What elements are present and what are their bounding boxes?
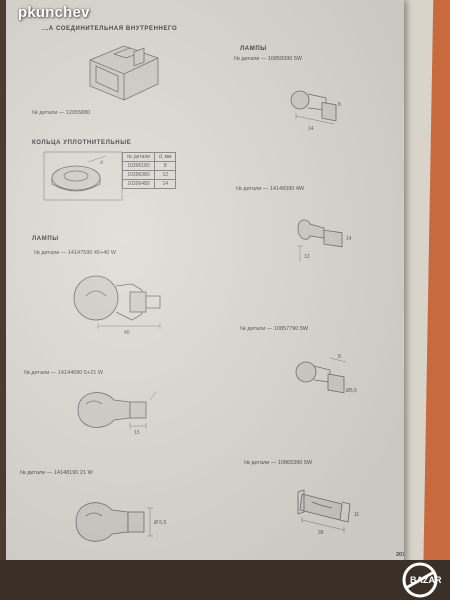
dimension-label: 15 (134, 430, 140, 436)
lamp-drawing: Ø 5,5 (75, 502, 166, 542)
svg-text:d: d (100, 160, 103, 166)
lamps-right-header: ЛАМПЫ (240, 46, 267, 52)
page-shadow-left (0, 0, 6, 600)
lamp-drawing: 15 (77, 391, 157, 436)
lamp-drawing: 14 8 (290, 90, 341, 132)
lamps-left-header: ЛАМПЫ (32, 236, 59, 242)
lamp-caption: № детали — 14144090 5+21 W (24, 370, 103, 376)
table-row: 10396480 14 (121, 179, 177, 189)
lamp-drawing: 40 (73, 275, 161, 336)
catalog-page: ...А СОЕДИНИТЕЛЬНАЯ ВНУТРЕННЕГО № детали… (4, 0, 404, 596)
lamp-drawing: 13 14 (297, 219, 352, 262)
ring-part: 10396480 (121, 179, 156, 189)
ring-d: 8 (154, 161, 177, 171)
bazar-logo-text: BAZAR (410, 575, 442, 585)
rings-table: № детали d, мм 10396180 8 10396380 12 10… (121, 152, 177, 189)
dimension-label: Ø5,5 (346, 388, 357, 394)
lamp-caption: № детали — 10858390 5W (234, 56, 303, 62)
lamp-drawing: 39 11 (297, 489, 359, 536)
dimension-label: 8 (338, 354, 341, 360)
lamp-caption: № детали — 10865390 5W (244, 460, 313, 466)
dimension-label: 14 (346, 236, 352, 242)
dimension-label: 13 (304, 254, 310, 260)
ring-d: 12 (154, 170, 177, 180)
dimension-label: 39 (318, 530, 324, 536)
rings-col-part: № детали (121, 152, 156, 162)
table-row: 10396380 12 (121, 170, 177, 180)
dark-table-surface (0, 560, 450, 600)
ring-part: 10396180 (121, 161, 156, 171)
table-row: 10396180 8 (121, 161, 177, 171)
connector-caption: № детали — 12055880 (32, 110, 91, 116)
connector-drawing (89, 45, 159, 101)
lamp-caption: № детали — 14148390 4W (236, 186, 305, 192)
ring-d: 14 (154, 179, 177, 189)
watermark: pkunchev (18, 4, 90, 21)
sealing-ring-drawing: d (43, 151, 123, 201)
lamp-caption: № детали — 14147590 45+40 W (34, 250, 117, 256)
ring-part: 10396380 (121, 170, 156, 180)
bazar-logo-icon (402, 562, 438, 598)
dimension-label: 11 (354, 512, 359, 518)
rings-header: КОЛЬЦА УПЛОТНИТЕЛЬНЫЕ (32, 140, 132, 146)
lamp-caption: № детали — 14148190 21 W (20, 470, 93, 476)
dimension-label: 8 (338, 102, 341, 108)
rings-col-d: d, мм (154, 152, 177, 162)
dimension-label: Ø 5,5 (154, 520, 166, 526)
lamp-caption: № детали — 10857790 5W (240, 326, 309, 332)
page-number: 207 (396, 552, 404, 558)
connector-header: ...А СОЕДИНИТЕЛЬНАЯ ВНУТРЕННЕГО (42, 26, 178, 32)
dimension-label: 14 (308, 126, 314, 132)
lamp-drawing: 8 Ø5,5 (295, 354, 357, 394)
dimension-label: 40 (124, 330, 130, 336)
